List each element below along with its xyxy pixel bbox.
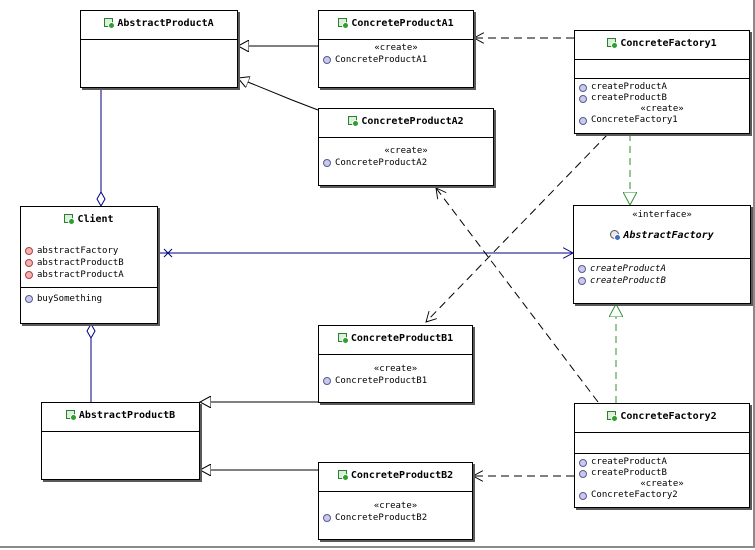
stereotype-label: «create»: [373, 364, 418, 374]
class-concrete-product-a1[interactable]: ConcreteProductA1 «create» ConcreteProdu…: [318, 10, 474, 88]
constructor-row[interactable]: ConcreteFactory2: [579, 490, 745, 501]
operation-row[interactable]: createProductB: [579, 468, 745, 479]
public-icon: [579, 84, 587, 92]
interface-abstract-factory[interactable]: «interface» AbstractFactory createProduc…: [573, 205, 751, 304]
class-header: ConcreteProductA1: [319, 11, 473, 40]
attributes-section: [575, 433, 749, 454]
class-icon: [607, 411, 619, 422]
class-header: Client: [21, 207, 157, 235]
public-icon: [579, 459, 587, 467]
public-icon: [578, 265, 586, 273]
public-icon: [578, 277, 586, 285]
class-name: ConcreteProductA2: [361, 116, 464, 127]
class-icon: [64, 214, 76, 225]
operation-row[interactable]: createProductA: [579, 457, 745, 468]
class-client[interactable]: Client abstractFactory abstractProductB …: [20, 206, 158, 324]
private-field-icon: [25, 271, 33, 279]
stereotype-label: «create»: [374, 43, 418, 53]
class-icon: [104, 18, 116, 29]
class-header: ConcreteProductB2: [319, 463, 472, 492]
public-icon: [579, 492, 587, 500]
public-icon: [25, 295, 33, 303]
class-icon: [65, 410, 77, 421]
constructor-row[interactable]: ConcreteFactory1: [579, 115, 745, 126]
operation-row[interactable]: createProductA: [579, 82, 745, 93]
class-header: ConcreteFactory1: [575, 31, 749, 60]
operations-section: «create» ConcreteProductB2: [319, 492, 472, 526]
stereotype-label: «create»: [373, 501, 418, 511]
stereotype-label: «create»: [384, 146, 428, 156]
class-header: ConcreteProductA2: [319, 109, 493, 138]
class-name: ConcreteProductA1: [351, 18, 454, 29]
class-name: AbstractProductB: [78, 410, 176, 421]
interface-icon: [610, 230, 622, 241]
public-icon: [579, 470, 587, 478]
class-name: ConcreteProductB2: [350, 470, 454, 481]
class-header: ConcreteFactory2: [575, 404, 749, 433]
class-name: ConcreteFactory2: [620, 411, 717, 422]
class-abstract-product-b[interactable]: AbstractProductB: [41, 402, 200, 480]
gen-a2-line: [238, 78, 319, 111]
class-name: ConcreteProductB1: [350, 333, 454, 344]
class-name: ConcreteFactory1: [620, 38, 717, 49]
constructor-row[interactable]: ConcreteProductB2: [323, 512, 468, 524]
attributes-section: abstractFactory abstractProductB abstrac…: [21, 235, 157, 288]
operation-row[interactable]: createProductB: [578, 275, 746, 287]
operation-row[interactable]: createProductA: [578, 263, 746, 275]
operations-section: createProductA createProductB «create» C…: [575, 79, 749, 128]
class-icon: [337, 333, 349, 344]
class-icon: [348, 116, 360, 127]
public-icon: [323, 159, 331, 167]
attribute-row[interactable]: abstractProductB: [25, 257, 153, 269]
class-concrete-factory1[interactable]: ConcreteFactory1 createProductA createPr…: [574, 30, 750, 134]
class-header: ConcreteProductB1: [319, 326, 472, 355]
operation-row[interactable]: buySomething: [25, 293, 153, 305]
public-icon: [579, 117, 587, 125]
class-concrete-factory2[interactable]: ConcreteFactory2 createProductA createPr…: [574, 403, 750, 508]
class-abstract-product-a[interactable]: AbstractProductA: [80, 10, 238, 88]
dep-f1-b1-line: [426, 133, 609, 322]
stereotype-label: «create»: [640, 479, 684, 489]
class-header: AbstractProductA: [81, 11, 237, 40]
private-field-icon: [25, 259, 33, 267]
operations-section: «create» ConcreteProductB1: [319, 355, 472, 389]
class-header: «interface» AbstractFactory: [574, 206, 750, 259]
stereotype-label: «create»: [640, 104, 684, 114]
class-concrete-product-b2[interactable]: ConcreteProductB2 «create» ConcreteProdu…: [318, 462, 473, 540]
private-field-icon: [25, 247, 33, 255]
operation-row[interactable]: createProductB: [579, 93, 745, 104]
attribute-row[interactable]: abstractFactory: [25, 245, 153, 257]
attributes-section: [575, 60, 749, 79]
public-icon: [579, 95, 587, 103]
dep-f2-a2-line: [436, 188, 599, 403]
class-name: AbstractFactory: [623, 230, 714, 241]
operations-section: createProductA createProductB: [574, 259, 750, 289]
class-name: Client: [77, 214, 114, 225]
class-name: AbstractProductA: [117, 18, 214, 29]
public-icon: [323, 514, 331, 522]
class-icon: [338, 18, 350, 29]
operations-section: buySomething: [21, 288, 157, 307]
attribute-row[interactable]: abstractProductA: [25, 269, 153, 281]
operations-section: «create» ConcreteProductA1: [319, 40, 473, 68]
operations-section: «create» ConcreteProductA2: [319, 138, 493, 171]
stereotype-label: «interface»: [632, 210, 692, 220]
constructor-row[interactable]: ConcreteProductA2: [323, 157, 489, 169]
class-concrete-product-b1[interactable]: ConcreteProductB1 «create» ConcreteProdu…: [318, 325, 473, 403]
assoc-x-mark: [163, 248, 173, 258]
constructor-row[interactable]: ConcreteProductB1: [323, 375, 468, 387]
class-icon: [607, 38, 619, 49]
class-header: AbstractProductB: [42, 403, 199, 432]
class-concrete-product-a2[interactable]: ConcreteProductA2 «create» ConcreteProdu…: [318, 108, 494, 186]
operations-section: createProductA createProductB «create» C…: [575, 454, 749, 503]
constructor-row[interactable]: ConcreteProductA1: [323, 54, 469, 66]
public-icon: [323, 56, 331, 64]
public-icon: [323, 377, 331, 385]
class-icon: [337, 470, 349, 481]
